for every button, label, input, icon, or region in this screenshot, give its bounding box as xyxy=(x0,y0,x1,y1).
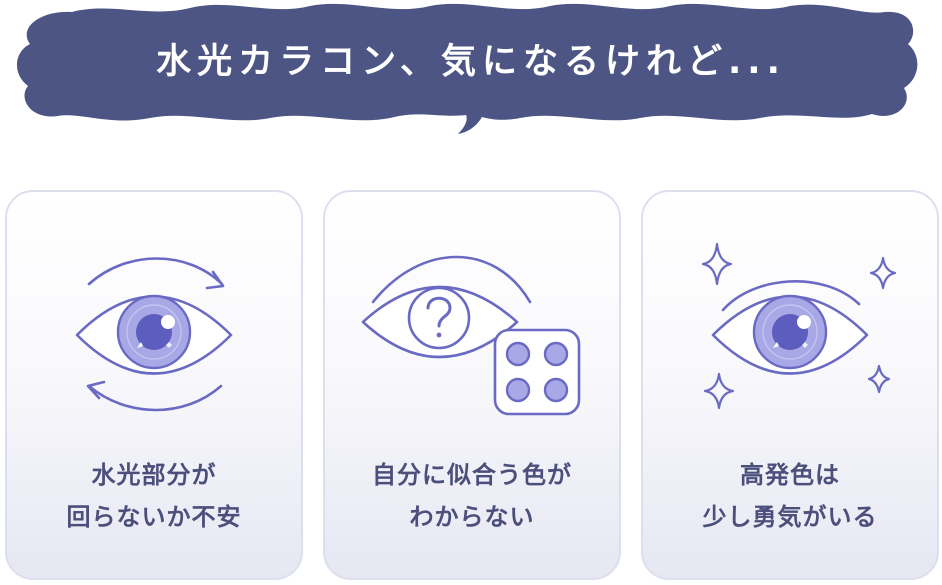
card-label-line2: わからない xyxy=(409,503,535,531)
card-label-line1: 高発色は xyxy=(740,461,840,489)
eye-question-icon xyxy=(361,255,581,416)
card-label-line2: 少し勇気がいる xyxy=(702,503,878,531)
card-color-boldness: 高発色は 少し勇気がいる xyxy=(641,190,939,580)
bubble-heading: 水光カラコン、気になるけれど... xyxy=(156,42,786,82)
card-label: 水光部分が 回らないか不安 xyxy=(7,454,301,538)
card-color-worry: 自分に似合う色が わからない xyxy=(323,190,621,580)
card-label-line1: 水光部分が xyxy=(91,461,217,489)
card-label-line2: 回らないか不安 xyxy=(66,503,242,531)
eye-sparkle-icon xyxy=(701,242,897,410)
card-rotation-worry: 水光部分が 回らないか不安 xyxy=(5,190,303,580)
speech-bubble xyxy=(16,3,918,135)
eye-rotate-icon xyxy=(75,257,233,412)
card-label: 自分に似合う色が わからない xyxy=(325,454,619,538)
card-label-line1: 自分に似合う色が xyxy=(372,461,572,489)
card-label: 高発色は 少し勇気がいる xyxy=(643,454,937,538)
